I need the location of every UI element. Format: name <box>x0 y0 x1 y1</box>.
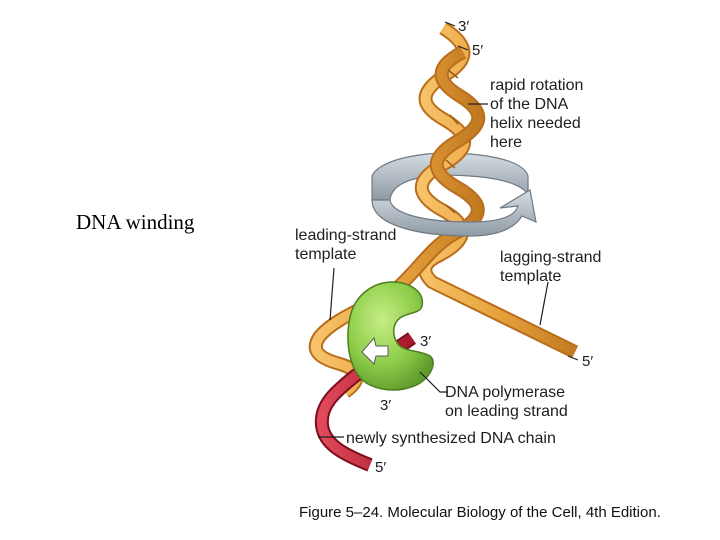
base-pair-rungs <box>445 69 459 214</box>
lagging-template-label-line-1: lagging-strand <box>500 249 601 266</box>
new-chain-label: newly synthesized DNA chain <box>346 430 556 447</box>
end-label-top-3prime: 3′ <box>458 18 469 35</box>
polymerase-label-line-2: on leading strand <box>445 403 568 420</box>
rotation-label-line-2: of the DNA <box>490 96 569 113</box>
figure-caption: Figure 5–24. Molecular Biology of the Ce… <box>299 504 661 521</box>
leader-lines <box>318 21 579 438</box>
dna-polymerase <box>347 281 434 391</box>
rotation-arrow-front <box>371 189 537 237</box>
rotation-label-line-1: rapid rotation <box>490 77 583 94</box>
lagging-template-label-line-2: template <box>500 268 561 285</box>
leading-template-label-line-2: template <box>295 246 356 263</box>
polymerase-arrow-icon <box>361 336 389 365</box>
end-label-lower-3prime: 3′ <box>380 397 391 414</box>
end-label-polymerase-3prime: 3′ <box>420 333 431 350</box>
slide-title: DNA winding <box>76 210 195 234</box>
end-label-lagging-5prime: 5′ <box>582 353 593 370</box>
end-label-bottom-5prime: 5′ <box>375 459 386 476</box>
end-label-top-5prime: 5′ <box>472 42 483 59</box>
rotation-label-line-3: helix needed <box>490 115 581 132</box>
leading-template-label-line-1: leading-strand <box>295 227 396 244</box>
polymerase-label-line-1: DNA polymerase <box>445 384 565 401</box>
rotation-label-line-4: here <box>490 134 522 151</box>
